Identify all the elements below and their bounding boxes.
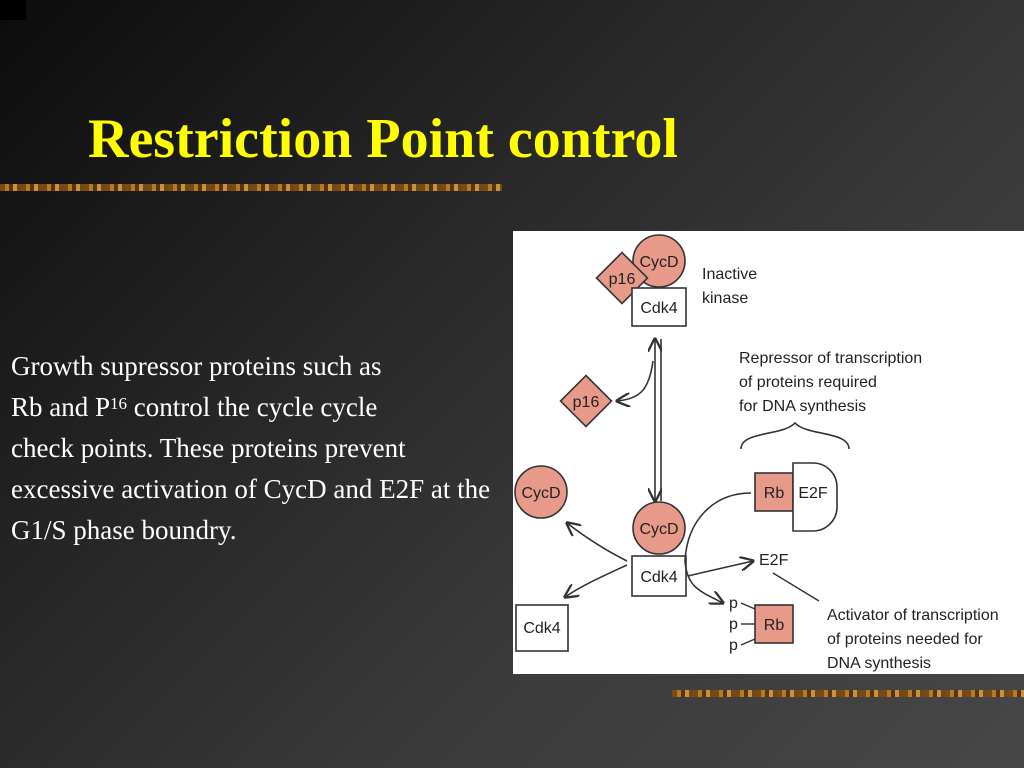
superscript-16: 16 (110, 394, 128, 413)
active-kinase-complex: CycD Cdk4 (631, 501, 687, 597)
activator-pointer (772, 572, 820, 602)
phosphate-bond-3 (740, 638, 756, 646)
inactive-kinase-label-2: kinase (702, 290, 748, 307)
cycd-label-free: CycD (521, 485, 560, 502)
inactive-kinase-label-1: Inactive (702, 266, 757, 283)
body-line-1: Growth supressor proteins such as (11, 351, 382, 381)
p16-label-free: p16 (573, 394, 600, 411)
body-line-2-pre: Rb and P (11, 392, 111, 422)
bottom-accent-bar (672, 690, 1024, 697)
cycd-label-top: CycD (639, 254, 678, 271)
phosphate-bond-1 (740, 602, 756, 610)
activator-label-1: Activator of transcription (827, 607, 999, 624)
activator-label-3: DNA synthesis (827, 655, 931, 672)
phosphate-label-2: p (729, 616, 738, 633)
body-text: Growth supressor proteins such as Rb and… (11, 346, 501, 551)
cdk4-box-free (515, 604, 569, 652)
repressor-label-2: of proteins required (739, 374, 877, 391)
repressor-label-1: Repressor of transcription (739, 350, 922, 367)
slide-title: Restriction Point control (88, 108, 678, 170)
activator-label-2: of proteins needed for (827, 631, 983, 648)
e2f-shape-bound (792, 462, 838, 532)
cycd-circle-top (632, 234, 686, 288)
e2f-label-free: E2F (759, 552, 789, 569)
body-rest: check points. These proteins prevent exc… (11, 433, 491, 545)
phosphorylation-arrow (684, 492, 752, 603)
cdk4-dissociation-arrow (565, 564, 628, 597)
diagram-panel: CycD p16 Cdk4 Inactive kinase p16 CycD C… (513, 231, 1024, 674)
cdk4-label-top: Cdk4 (640, 300, 677, 317)
p16-label-top: p16 (609, 271, 636, 288)
repressor-brace (740, 421, 850, 450)
p16-diamond-free (559, 374, 613, 428)
corner-mark (0, 0, 26, 20)
rb-box-phosphorylated (754, 604, 794, 644)
cdk4-box-top (631, 287, 687, 327)
e2f-release-arrow (687, 561, 753, 577)
inactive-kinase-complex: CycD p16 Cdk4 (595, 234, 687, 327)
body-line-2-post: control the cycle cycle (127, 392, 378, 422)
cdk4-label-free: Cdk4 (523, 620, 560, 637)
title-underline-bar (0, 184, 502, 191)
cdk4-label-active: Cdk4 (640, 569, 677, 586)
cycd-dissociation-arrow (567, 523, 628, 562)
repressor-label-3: for DNA synthesis (739, 398, 866, 415)
rb-label-phosphorylated: Rb (764, 617, 785, 634)
cycd-label-active: CycD (639, 521, 678, 538)
cdk4-box-active (631, 555, 687, 597)
restriction-point-diagram: CycD p16 Cdk4 Inactive kinase p16 CycD C… (514, 234, 999, 672)
rb-label-bound: Rb (764, 485, 785, 502)
vertical-double-arrow (655, 339, 661, 501)
cycd-circle-free (514, 465, 568, 519)
e2f-label-bound: E2F (798, 485, 828, 502)
phosphate-label-3: p (729, 637, 738, 654)
p16-release-arrow (617, 360, 654, 401)
phosphate-label-1: p (729, 595, 738, 612)
cycd-circle-active (632, 501, 686, 555)
